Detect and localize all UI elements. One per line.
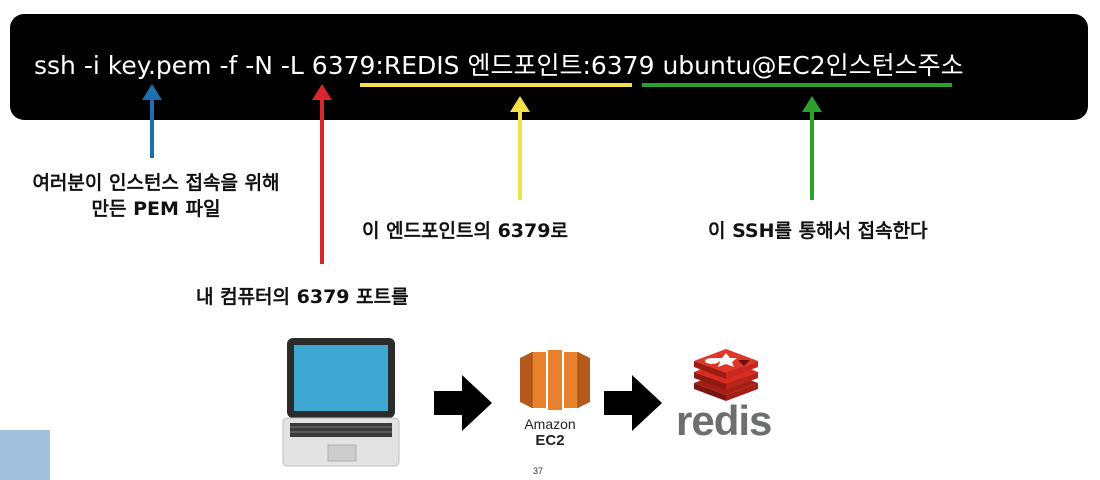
ec2-caption: Amazon EC2 — [524, 416, 576, 449]
cmd-host: ubuntu@EC2인스턴스주소 — [662, 51, 964, 80]
red-arrow — [312, 84, 332, 264]
pem-file-label: 여러분이 인스턴스 접속을 위해 만든 PEM 파일 — [32, 172, 280, 220]
redis-wordmark: redis — [676, 397, 772, 444]
yellow-arrow — [510, 96, 530, 200]
page-number: 37 — [533, 466, 544, 476]
cmd-ssh: ssh -i — [34, 51, 108, 80]
corner-block — [0, 430, 50, 480]
ssh-command: ssh -i key.pem -f -N -L 6379:REDIS 엔드포인트… — [34, 46, 964, 82]
laptop-icon — [282, 338, 400, 467]
cmd-local-port: 6379: — [311, 51, 384, 80]
cmd-endpoint: REDIS 엔드포인트:6379 — [383, 51, 655, 80]
cmd-keyfile: key.pem — [107, 51, 212, 80]
endpoint-underline — [360, 83, 632, 87]
redis-icon — [694, 349, 758, 401]
cmd-flags: -f -N -L — [211, 51, 312, 80]
amazon-ec2-icon — [520, 350, 590, 410]
host-underline — [642, 83, 952, 87]
terminal-box — [10, 14, 1088, 120]
right-arrow-icon — [604, 375, 662, 431]
green-arrow — [802, 96, 822, 200]
ssh-label: 이 SSH를 통해서 접속한다 — [708, 220, 928, 242]
blue-arrow — [142, 84, 162, 158]
local-port-label: 내 컴퓨터의 6379 포트를 — [196, 286, 409, 308]
endpoint-label: 이 엔드포인트의 6379로 — [362, 220, 568, 242]
right-arrow-icon — [434, 375, 492, 431]
